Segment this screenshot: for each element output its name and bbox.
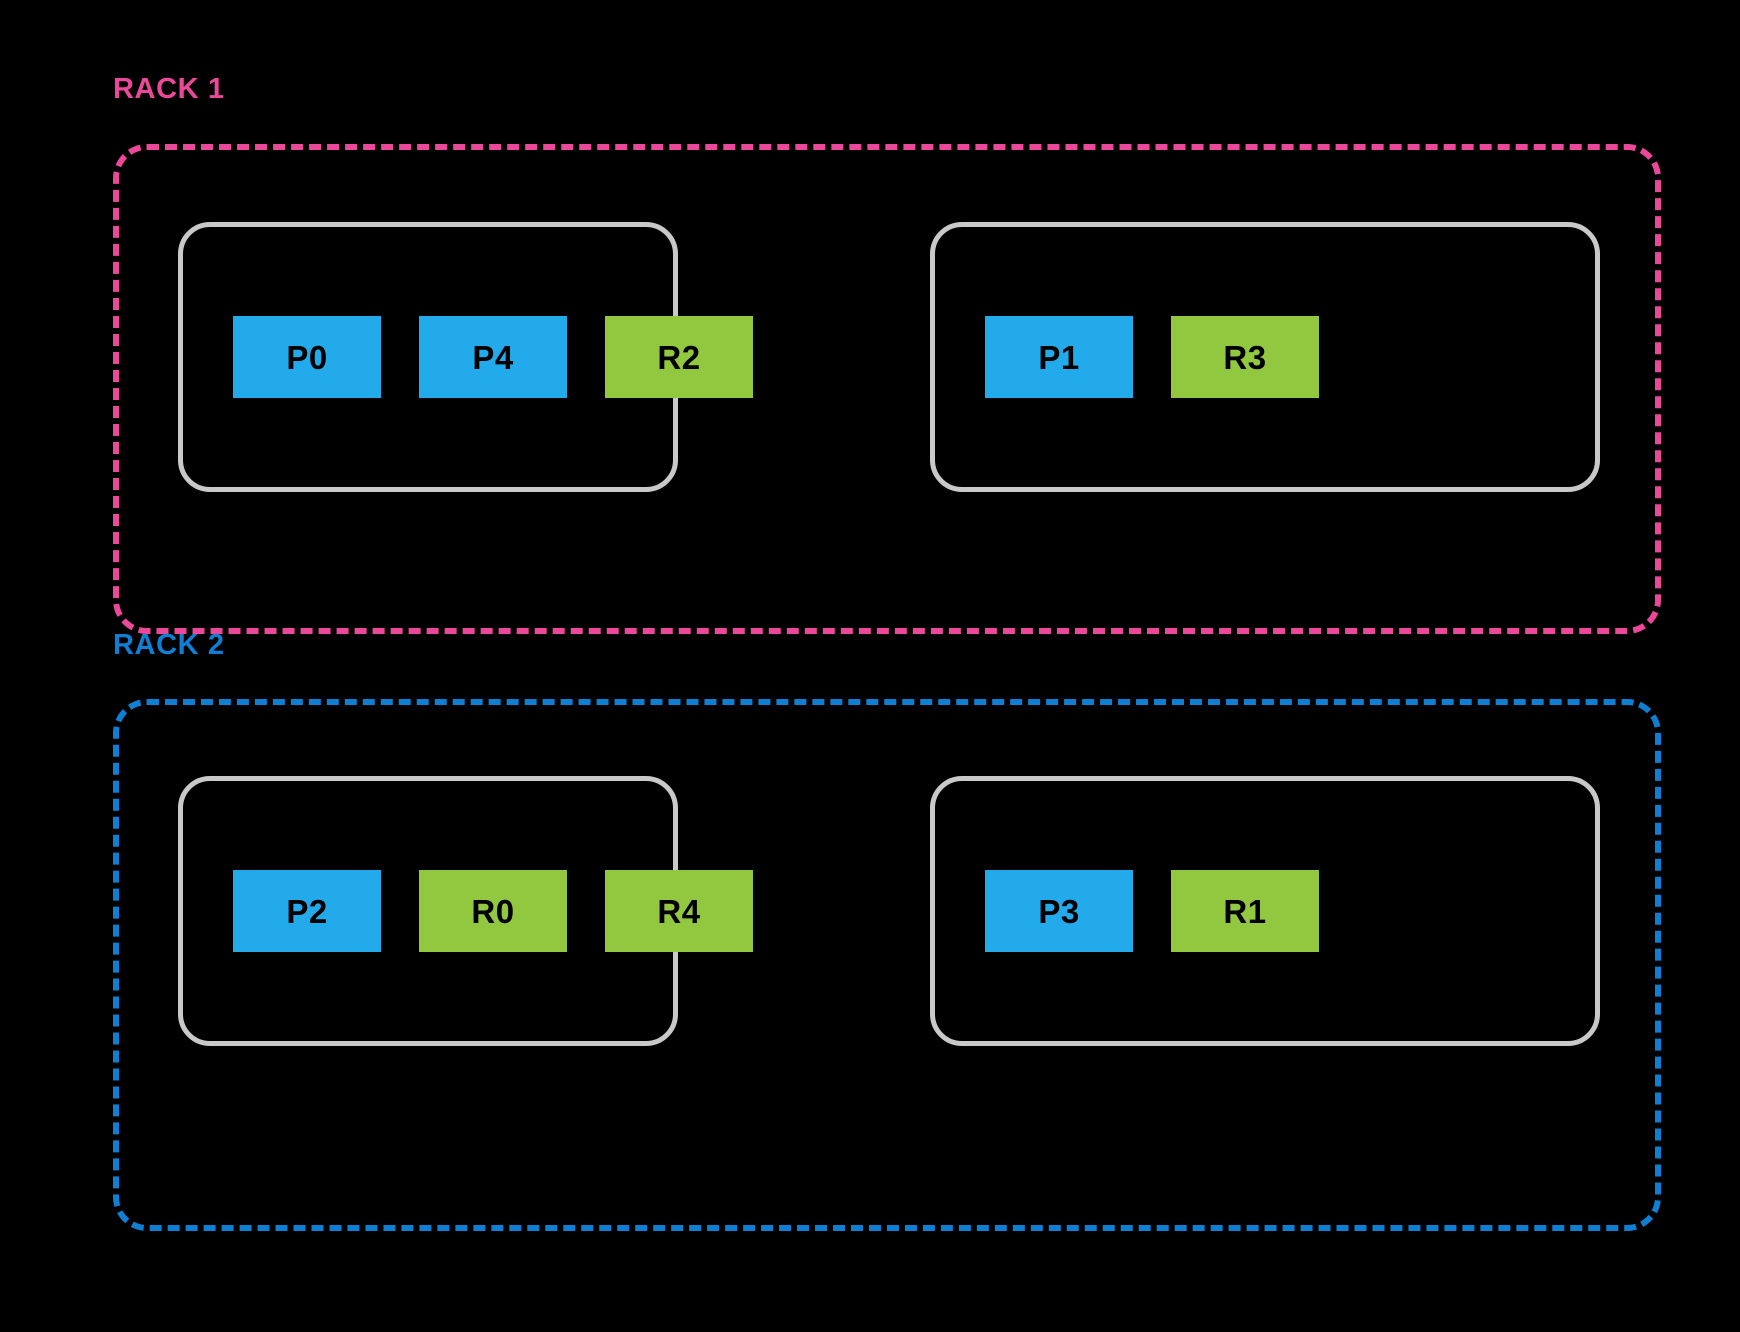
- rack-label-1: RACK 1: [113, 73, 225, 105]
- shard-chip-p2[interactable]: P2: [233, 870, 381, 952]
- shard-chip-p0[interactable]: P0: [233, 316, 381, 398]
- shard-chip-r0[interactable]: R0: [419, 870, 567, 952]
- rack-boundary-2: [113, 699, 1661, 1231]
- shard-chip-p4[interactable]: P4: [419, 316, 567, 398]
- rack-label-2: RACK 2: [113, 629, 225, 661]
- shard-chip-r1[interactable]: R1: [1171, 870, 1319, 952]
- node-rack2-node-2[interactable]: P3 R1: [930, 776, 1600, 1046]
- shard-chip-p1[interactable]: P1: [985, 316, 1133, 398]
- shard-chip-r4[interactable]: R4: [605, 870, 753, 952]
- shard-chip-r3[interactable]: R3: [1171, 316, 1319, 398]
- node-rack1-node-2[interactable]: P1 R3: [930, 222, 1600, 492]
- shard-chip-r2[interactable]: R2: [605, 316, 753, 398]
- node-rack2-node-1[interactable]: P2 R0 R4: [178, 776, 753, 1046]
- rack-group-1: RACK 1 P0 P4 R2 P1 R3: [0, 0, 1740, 640]
- node-chip-row: P1 R3: [935, 316, 1319, 398]
- shard-chip-p3[interactable]: P3: [985, 870, 1133, 952]
- rack-boundary-1: [113, 144, 1661, 634]
- node-chip-row: P0 P4 R2: [183, 316, 753, 398]
- node-chip-row: P2 R0 R4: [183, 870, 753, 952]
- node-rack1-node-1[interactable]: P0 P4 R2: [178, 222, 753, 492]
- node-chip-row: P3 R1: [935, 870, 1319, 952]
